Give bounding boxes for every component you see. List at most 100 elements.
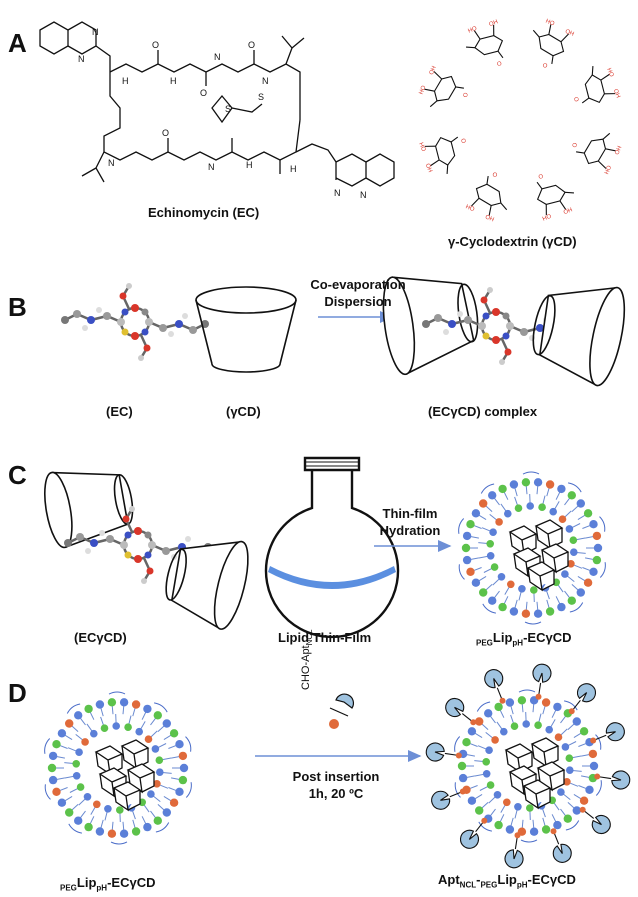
lipid-head	[179, 763, 189, 773]
lipid-head	[72, 772, 81, 780]
svg-text:O: O	[541, 63, 548, 70]
lipid-head	[119, 698, 129, 707]
lipid-head	[505, 698, 515, 707]
aptamer	[484, 669, 504, 689]
liposome-d-left-label-ph: pH	[96, 883, 108, 893]
lipid-head	[521, 478, 531, 487]
lipid-head	[579, 727, 589, 736]
lipid-head	[521, 609, 531, 618]
peg-chain	[185, 782, 192, 798]
arrow-c-label: Thin-film Hydration	[368, 505, 452, 539]
lipid-head	[475, 806, 484, 815]
aptamer-reagent	[329, 693, 355, 729]
lipid-head	[589, 520, 598, 529]
arrow-c-line1: Thin-film	[382, 506, 438, 521]
encapsulated-complex	[112, 781, 142, 812]
peg-chain	[454, 736, 461, 752]
panel-label-a: A	[8, 28, 27, 58]
lipid-head	[485, 746, 493, 754]
liposome-c-label-lip: Lip	[492, 630, 513, 645]
lipid-head	[90, 729, 98, 738]
liposome-d-left	[44, 691, 192, 845]
svg-text:S: S	[258, 92, 264, 102]
lipid-head	[104, 805, 112, 813]
echinomycin-model	[59, 281, 211, 363]
peg-chain	[599, 516, 606, 532]
lipid-head	[566, 766, 574, 774]
lipid-head	[517, 696, 527, 705]
aptamer	[605, 722, 625, 742]
lipid-head	[510, 722, 519, 730]
lipid-head	[112, 722, 120, 730]
lipid-head	[503, 798, 511, 807]
peg-chain	[520, 839, 538, 843]
svg-text:O: O	[152, 40, 159, 50]
lipid-head	[589, 761, 599, 771]
apt-label-dash: -	[476, 872, 481, 887]
aptamer-reagent-label: CHO-AptNCL	[300, 629, 314, 690]
lipid-head	[545, 607, 555, 616]
aptamer-anchor	[499, 697, 506, 704]
liposome-d-right	[425, 663, 631, 869]
liposome-c-label-peg: PEG	[476, 638, 493, 648]
arrow-b-line1: Co-evaporation	[310, 277, 406, 292]
lipid-head	[583, 578, 593, 587]
lipid-head	[588, 749, 598, 759]
lipid-head	[553, 702, 562, 712]
aptamer-anchor	[579, 806, 586, 813]
liposome-c-label-suffix: -ECγCD	[523, 630, 572, 645]
apt-label-sub: NCL	[459, 880, 477, 890]
lipid-head	[83, 793, 92, 801]
lipid-head	[509, 607, 519, 616]
lipid-head	[124, 723, 132, 731]
lipid-head	[178, 775, 188, 785]
lipid-head	[153, 711, 162, 720]
aptamer-anchor	[470, 719, 477, 726]
liposome-c-label: PEGLippH-ECγCD	[476, 630, 571, 648]
svg-text:HO: HO	[605, 67, 614, 78]
lipid-head	[153, 816, 162, 825]
lipid-head	[116, 806, 124, 814]
peg-chain	[518, 689, 536, 693]
lipid-head	[549, 507, 557, 516]
aptamer-reagent-sub: NCL	[305, 629, 315, 646]
lipid-head	[494, 702, 503, 712]
lipid-head	[467, 796, 477, 805]
lipid-head	[486, 552, 495, 560]
lipid-head	[461, 543, 471, 553]
lipid-head	[48, 775, 58, 785]
peg-chain	[482, 603, 496, 614]
lipid-head	[72, 760, 80, 768]
peg-chain	[110, 841, 128, 845]
complex-label: (ECγCD) complex	[428, 404, 538, 419]
lipid-head	[153, 780, 161, 788]
lipid-head	[567, 596, 576, 605]
lipid-head	[81, 738, 89, 746]
liposome-d-left-label: PEGLippH-ECγCD	[60, 875, 155, 893]
peg-chain	[66, 703, 81, 714]
lipid-head	[530, 586, 538, 594]
lipid-head	[162, 719, 171, 728]
svg-text:O: O	[463, 92, 470, 99]
peg-chain	[564, 700, 578, 711]
lipid-head	[495, 518, 503, 526]
lipid-head	[93, 800, 101, 809]
lipid-head	[467, 727, 477, 736]
lipid-head	[47, 763, 57, 773]
lipid-head	[493, 791, 502, 799]
lipid-head	[533, 609, 543, 618]
lipid-head	[498, 484, 507, 494]
ecgcd-label: (ECγCD)	[74, 630, 127, 645]
encapsulated-complex	[534, 519, 564, 550]
encapsulated-complex	[526, 561, 556, 592]
lipid-head	[486, 781, 495, 789]
arrow-d-line2: 1h, 20 ºC	[308, 786, 364, 801]
aptamer	[425, 742, 445, 762]
lipid-head	[557, 602, 566, 612]
lipid-head	[592, 531, 602, 541]
liposome-d-left-label-suffix: -ECγCD	[107, 875, 156, 890]
